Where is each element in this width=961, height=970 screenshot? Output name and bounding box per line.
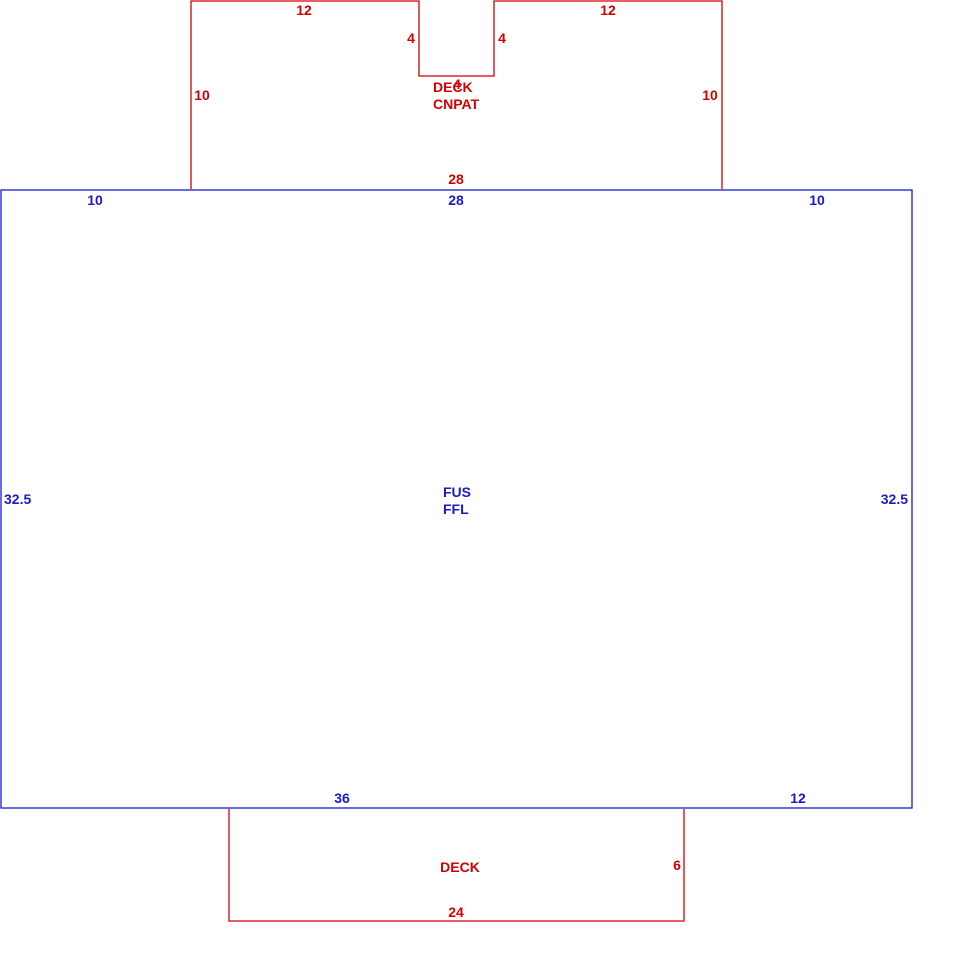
bottom-deck-dim-right: 6 — [673, 857, 681, 873]
top-deck-name-line1: DECK — [433, 79, 473, 95]
main-dim-top-right: 10 — [809, 192, 825, 208]
main-building-outline — [0, 189, 913, 809]
main-dim-right: 32.5 — [881, 491, 908, 507]
main-name-line2: FFL — [443, 501, 469, 517]
bottom-deck-name: DECK — [440, 859, 480, 875]
top-deck-dim-top-right: 12 — [600, 2, 616, 18]
main-dim-top-center: 28 — [448, 192, 464, 208]
main-name-line1: FUS — [443, 484, 471, 500]
main-dim-top-left: 10 — [87, 192, 103, 208]
top-deck-dim-notch-left: 4 — [407, 30, 415, 46]
top-deck-dim-top-left: 12 — [296, 2, 312, 18]
bottom-deck-outline — [228, 809, 685, 922]
bottom-deck-dim-bottom: 24 — [448, 904, 464, 920]
main-dim-bottom-left: 36 — [334, 790, 350, 806]
top-deck-dim-notch-bottom: 4 — [453, 76, 461, 92]
main-dim-bottom-right: 12 — [790, 790, 806, 806]
top-deck-dim-bottom: 28 — [448, 171, 464, 187]
top-deck-dim-notch-right: 4 — [498, 30, 506, 46]
top-deck-outline — [190, 0, 723, 189]
top-deck-dim-left: 10 — [194, 87, 210, 103]
top-deck-dim-right: 10 — [702, 87, 718, 103]
top-deck-name-line2: CNPAT — [433, 96, 480, 112]
main-dim-left: 32.5 — [4, 491, 31, 507]
